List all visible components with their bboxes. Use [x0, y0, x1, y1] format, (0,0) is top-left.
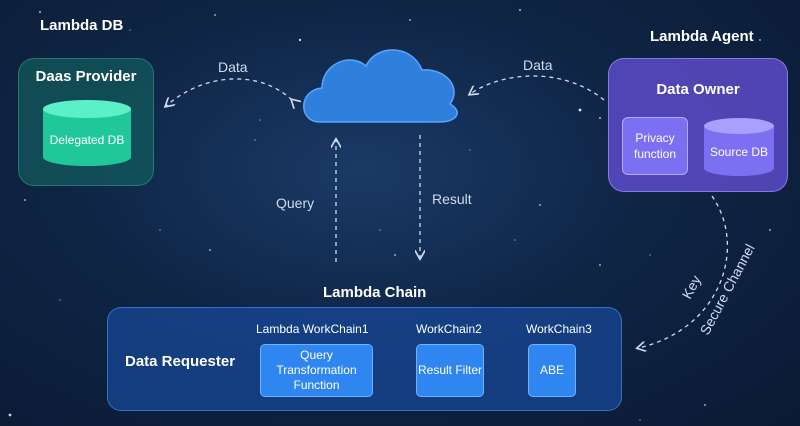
workchain-label: WorkChain2 [416, 322, 482, 336]
lambda-agent-title: Lambda Agent [650, 28, 754, 45]
secure-channel-label: Secure Channel [697, 241, 758, 337]
lambda-chain-title: Lambda Chain [323, 284, 427, 301]
daas-provider-label: Daas Provider [35, 68, 137, 85]
workchain-box: ABE [528, 344, 576, 397]
data-requester-label: Data Requester [125, 353, 236, 370]
result-label: Result [432, 191, 472, 207]
cloud-icon [303, 49, 458, 123]
source-db-label: Source DB [709, 145, 769, 159]
daas-provider-box: Daas Provider Delegated DB [18, 58, 154, 186]
data-owner-label: Data Owner [656, 81, 740, 98]
key-label: Key [679, 273, 704, 302]
lambda-db-title: Lambda DB [40, 17, 124, 34]
database-icon [704, 118, 774, 176]
database-icon [43, 100, 131, 166]
workchain-box: Query Transformation Function [260, 344, 373, 397]
workchain-label: WorkChain3 [526, 322, 592, 336]
data-flow-arrow-left [166, 78, 292, 106]
workchain-label: Lambda WorkChain1 [256, 322, 369, 336]
data-right-label: Data [523, 57, 553, 73]
data-flow-arrow-right [470, 75, 605, 101]
query-label: Query [276, 195, 315, 211]
data-owner-box: Data Owner Privacy function Source DB [608, 58, 788, 192]
workchain-box: Result Filter [416, 344, 484, 397]
lambda-chain-box: Data Requester Lambda WorkChain1 Query T… [107, 307, 622, 411]
secure-channel-arrow [638, 195, 728, 348]
privacy-function-box: Privacy function [622, 117, 688, 175]
data-left-label: Data [218, 59, 248, 75]
delegated-db-label: Delegated DB [49, 133, 125, 147]
